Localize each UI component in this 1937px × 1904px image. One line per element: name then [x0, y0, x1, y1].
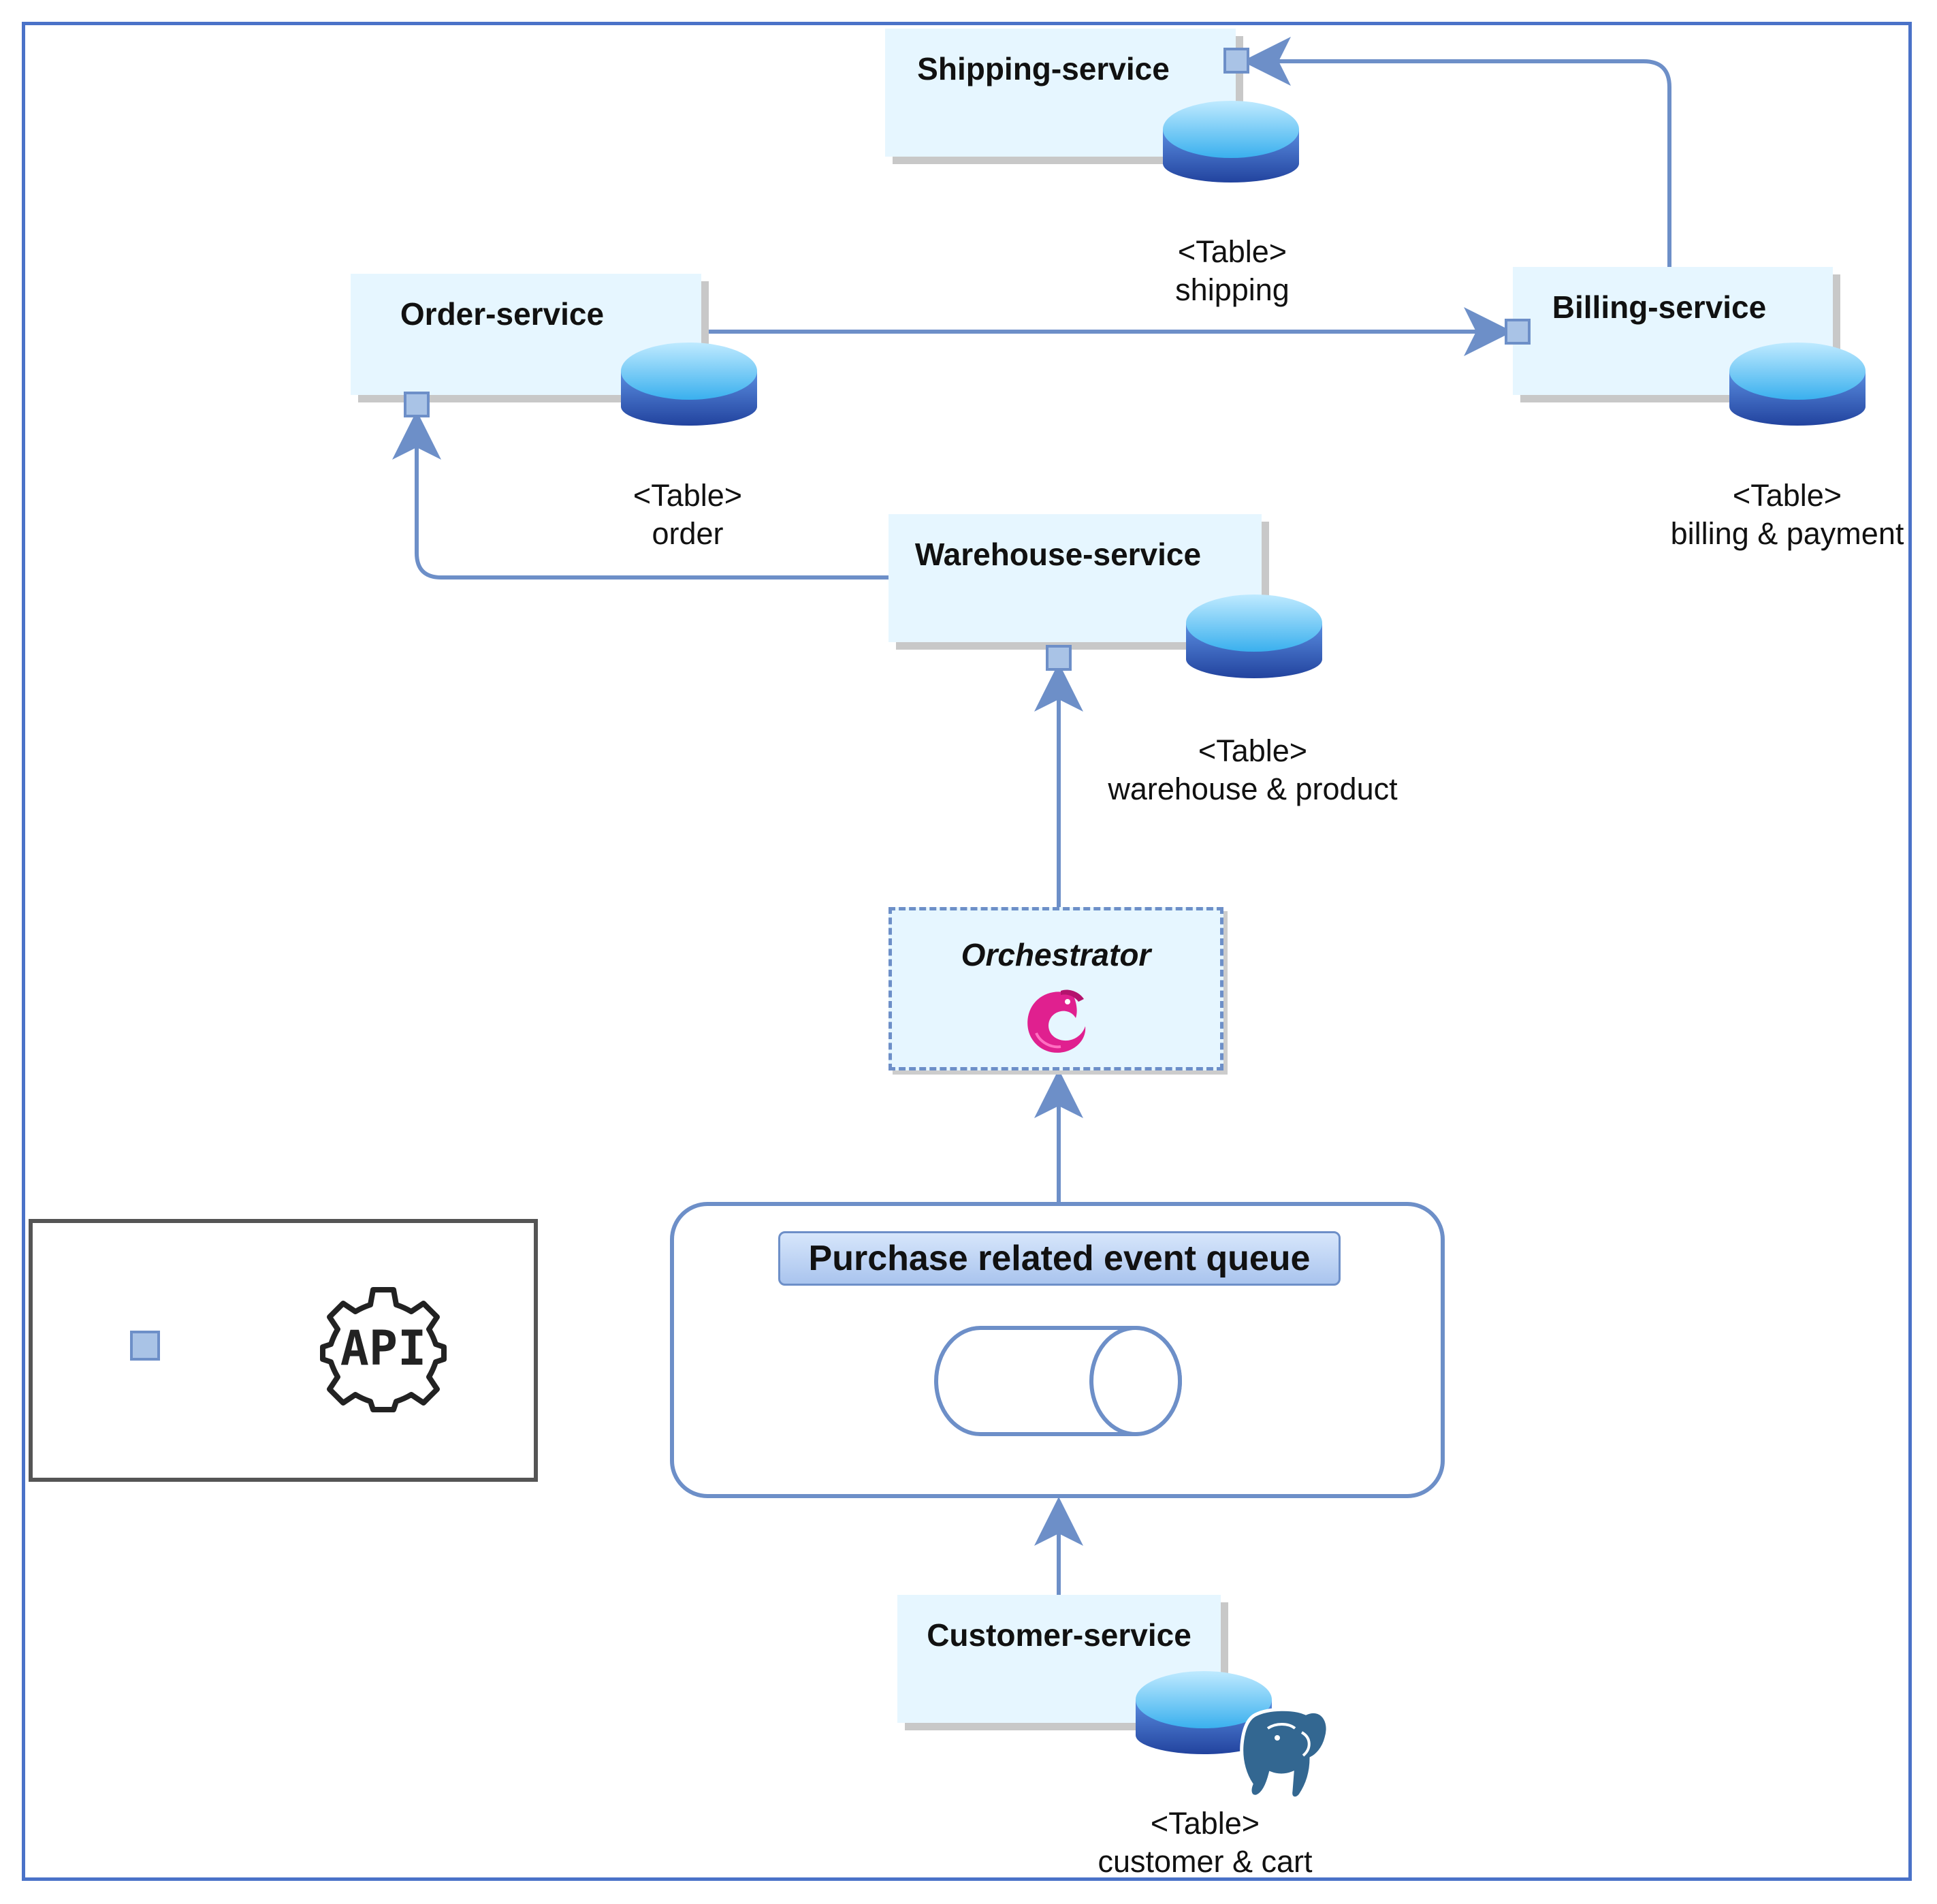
customer-service-box[interactable]: Customer-service — [897, 1595, 1221, 1723]
warehouse-service-title: Warehouse-service — [914, 537, 1202, 572]
legend-port-icon — [130, 1331, 160, 1361]
shipping-service-box[interactable]: Shipping-service — [885, 29, 1236, 157]
warehouse-service-box[interactable]: Warehouse-service — [889, 514, 1262, 642]
orchestrator-title: Orchestrator — [961, 937, 1151, 972]
order-service-title: Order-service — [400, 296, 605, 332]
shipping-service-title: Shipping-service — [917, 51, 1170, 86]
billing-api-port[interactable] — [1505, 319, 1531, 345]
billing-service-title: Billing-service — [1552, 289, 1767, 325]
order-api-port[interactable] — [404, 392, 430, 417]
diagram-frame — [22, 22, 1912, 1881]
arrow-warehouse-to-order — [392, 411, 889, 580]
api-gear-icon: API — [320, 1287, 447, 1412]
order-service-box[interactable]: Order-service — [351, 274, 701, 395]
warehouse-api-port[interactable] — [1046, 645, 1072, 671]
shipping-table-label: <Table> shipping — [1175, 234, 1290, 307]
arrow-billing-to-shipping — [1242, 37, 1671, 267]
warehouse-table-label: <Table> warehouse & product — [1108, 733, 1398, 806]
legend-api-label: API — [340, 1320, 426, 1376]
event-queue-title: Purchase related event queue — [778, 1231, 1341, 1286]
reactive-x-icon — [1027, 989, 1086, 1053]
billing-table-label: <Table> billing & payment — [1670, 478, 1904, 551]
billing-service-box[interactable]: Billing-service — [1513, 267, 1833, 395]
shipping-api-port[interactable] — [1223, 48, 1249, 74]
orchestrator-box[interactable]: Orchestrator — [889, 907, 1223, 1070]
legend-box: API — [29, 1219, 538, 1482]
customer-service-title: Customer-service — [927, 1617, 1191, 1653]
customer-table-label: <Table> customer & cart — [1098, 1806, 1313, 1879]
order-table-label: <Table> order — [633, 478, 743, 551]
